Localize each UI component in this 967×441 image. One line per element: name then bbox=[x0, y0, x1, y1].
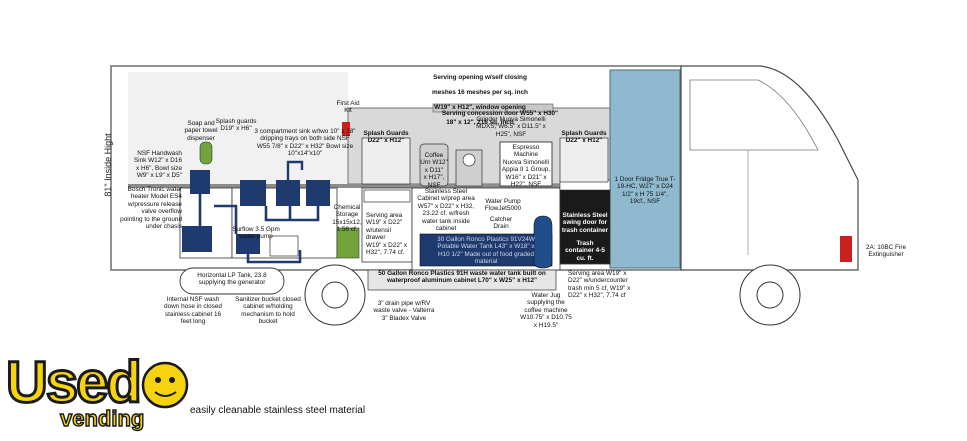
fridge bbox=[609, 69, 681, 269]
label-serving-area-right: Serving area W19" x D22" w/undercounter … bbox=[568, 270, 631, 300]
water-jug bbox=[533, 215, 553, 269]
label-window-opening: window opening bbox=[475, 104, 526, 112]
interior-wall-left bbox=[128, 72, 348, 184]
label-water-pump: Water Pump FlowJet5000 bbox=[484, 198, 522, 213]
sanitizer-bucket bbox=[269, 235, 299, 257]
wheel-front-hub bbox=[756, 281, 784, 309]
label-splash-mid: Splash Guards D22" x H12" bbox=[363, 130, 409, 145]
grinder-hopper bbox=[462, 153, 476, 167]
label-three-comp-sink: 3 compartment sink w/two 10" x 18" dripp… bbox=[254, 128, 356, 158]
sink-bowl-3 bbox=[306, 180, 330, 206]
label-ss-door: Stainless Steel swing door for trash con… bbox=[561, 212, 609, 234]
water-heater bbox=[182, 226, 212, 252]
label-drain-pipe: 3" drain pipe w/RV waste valve - Valterr… bbox=[373, 300, 435, 322]
soap-dispenser bbox=[199, 141, 213, 165]
label-window-size: 18" x 12", 216 sq. inch bbox=[446, 118, 514, 126]
label-splash-right: Splash Guards D22" x H12" bbox=[561, 130, 607, 145]
label-serving-opening: Serving opening w/self closing meshes 16… bbox=[380, 67, 580, 134]
label-serving-opening-line: meshes 16 meshes per sq. inch bbox=[432, 89, 528, 97]
label-water-jug: Water Jug supplying the coffee machine W… bbox=[520, 292, 572, 329]
label-splash-left-top: Splash guards D19" x H6" bbox=[215, 118, 257, 133]
splash-guard-left bbox=[361, 137, 411, 185]
sink-bowl-2 bbox=[276, 180, 300, 206]
cabinet-trash bbox=[559, 187, 611, 265]
counter-top bbox=[128, 184, 610, 188]
label-wash-hose: Internal NSF wash down hose in closed st… bbox=[164, 296, 222, 326]
logo-mascot-eye bbox=[155, 377, 161, 383]
label-serving-opening-line: Serving opening w/self closing bbox=[433, 74, 527, 82]
logo-mascot-icon bbox=[141, 361, 189, 409]
label-first-aid: First Aid Kit bbox=[336, 100, 360, 115]
label-serving-opening-line: W19" x H12", bbox=[434, 104, 474, 112]
label-catcher: Catcher Drain bbox=[489, 216, 513, 231]
utensil-drawer bbox=[363, 189, 411, 203]
label-coffee-urn: Coffee Urn W12" x D11" x H17", NSF bbox=[420, 152, 448, 189]
label-grinder: Grinder Nuova Simonelli MDXS, W6.5" x D1… bbox=[476, 116, 546, 138]
label-espresso: Espresso Machine Nuova Simonelli Appia I… bbox=[501, 144, 551, 189]
logo-used: Used bbox=[5, 350, 144, 415]
wheel-rear-hub bbox=[321, 281, 349, 309]
label-fridge: 1 Door Fridge True T- 19-HC, W27" x D24 … bbox=[614, 176, 676, 206]
label-potable-tank: 30 Gallon Ronco Plastics 91V24W Potable … bbox=[437, 236, 535, 266]
fire-extinguisher bbox=[840, 236, 852, 262]
coffee-urn bbox=[419, 143, 449, 187]
label-soap: Soap and paper towel dispenser bbox=[184, 120, 218, 142]
label-sanitizer: Sanitizer bucket closed cabinet w/holdin… bbox=[235, 296, 301, 326]
label-chemical: Chemical Storage 15x15x12, 1.56 cf. bbox=[332, 204, 362, 234]
waste-water-tank bbox=[367, 269, 557, 291]
footnote: easily cleanable stainless steel materia… bbox=[190, 405, 366, 416]
label-trash: Trash container 4-5 cu. ft. bbox=[565, 240, 605, 262]
logo-vending: vending bbox=[59, 406, 145, 431]
label-waste-tank: 50 Gallon Ronco Plastics 91H waste water… bbox=[378, 270, 546, 285]
label-fire-ext: 2A: 10BC Fire Extinguisher bbox=[865, 244, 907, 259]
logo-mascot-smile bbox=[154, 391, 177, 397]
grinder bbox=[455, 149, 483, 187]
label-bosch: Bosch Tronic water heater Model ES4 w/pr… bbox=[120, 186, 182, 231]
cab-window bbox=[689, 79, 819, 151]
label-ss-cabinet: Stainless Steel Cabinet w/prep area W57"… bbox=[417, 188, 475, 233]
faucet bbox=[286, 160, 304, 180]
truck-cab bbox=[680, 65, 859, 271]
height-dimension-label: 81" Inside Hight bbox=[103, 133, 113, 197]
handwash-sink bbox=[190, 170, 210, 194]
sink-bowl-1 bbox=[240, 180, 266, 206]
label-concession-door: Serving concession door W55" x H30" bbox=[441, 110, 559, 117]
espresso-machine bbox=[499, 141, 553, 187]
lp-tank bbox=[179, 267, 285, 295]
first-aid-kit bbox=[342, 122, 350, 136]
logo-mascot-eye bbox=[169, 377, 175, 383]
serving-opening bbox=[432, 103, 554, 113]
splash-guard-right bbox=[559, 137, 609, 183]
label-serving-area-left: Serving area W19" x D22" w/utensil drawe… bbox=[366, 212, 408, 257]
label-handwash: NSF Handwash Sink W12" x D16 x H6", Bowl… bbox=[133, 150, 182, 180]
label-lp-tank: Horizontal LP Tank, 23.8 supplying the g… bbox=[197, 272, 267, 287]
chemical-storage bbox=[336, 227, 360, 259]
water-pump-box bbox=[236, 234, 260, 254]
plumbing-pipes bbox=[198, 194, 320, 264]
label-surflow: Surflow 3.5 Gpm water pump bbox=[232, 226, 280, 241]
